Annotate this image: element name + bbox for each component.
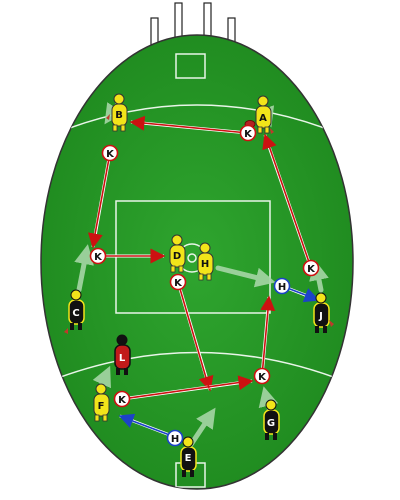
handball-marker: H	[166, 429, 184, 447]
player-J: J	[313, 292, 334, 333]
player-label-J: J	[318, 311, 323, 322]
kick-marker: K	[89, 247, 107, 265]
player-G: G	[263, 399, 280, 440]
svg-text:K: K	[94, 252, 103, 263]
kick-marker: K	[169, 273, 187, 291]
player-label-H: H	[201, 259, 209, 270]
field-markings	[41, 53, 353, 488]
svg-text:K: K	[244, 129, 253, 140]
player-E: E	[180, 436, 197, 477]
player-D: D	[169, 234, 186, 273]
svg-text:K: K	[118, 395, 127, 406]
handball-marker: H	[273, 277, 291, 295]
player-B: B	[106, 93, 128, 132]
player-label-B: B	[115, 110, 123, 121]
player-label-C: C	[72, 308, 79, 319]
player-L: L	[114, 334, 131, 375]
player-A: A	[255, 95, 274, 134]
player-C: C	[64, 289, 85, 334]
player-label-G: G	[267, 418, 275, 429]
kick-markers: K K K K K K K	[89, 124, 320, 408]
svg-text:K: K	[106, 149, 115, 160]
svg-text:K: K	[174, 278, 183, 289]
svg-text:H: H	[171, 434, 179, 445]
kick-marker: K	[101, 144, 119, 162]
kick-marker: K	[113, 390, 131, 408]
player-label-E: E	[185, 453, 192, 464]
player-label-L: L	[119, 353, 126, 364]
player-H: H	[197, 242, 214, 281]
svg-text:H: H	[278, 282, 286, 293]
player-label-D: D	[173, 251, 181, 262]
kick-passes-inner	[92, 121, 312, 400]
player-label-F: F	[98, 401, 105, 412]
kick-marker: K	[239, 124, 257, 142]
svg-text:K: K	[307, 264, 316, 275]
player-label-A: A	[259, 113, 267, 124]
svg-text:K: K	[258, 372, 267, 383]
player-F: F	[93, 383, 110, 422]
kick-marker: K	[302, 259, 320, 277]
kick-marker: K	[253, 367, 271, 385]
handball-markers: H H	[166, 277, 291, 447]
